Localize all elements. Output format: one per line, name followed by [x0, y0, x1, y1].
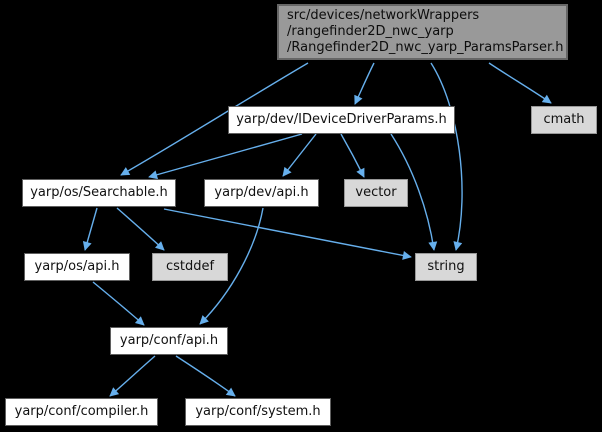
graph-node-idevicedriverparams-h[interactable]: yarp/dev/IDeviceDriverParams.h — [228, 106, 455, 134]
graph-node-conf-compiler-h[interactable]: yarp/conf/compiler.h — [5, 398, 158, 426]
edge-searchable-to-cstddef — [116, 207, 165, 251]
edge-main-to-cmath — [488, 62, 552, 104]
graph-node-cstddef: cstddef — [152, 253, 228, 281]
edge-main-to-idevicedriverparams — [354, 62, 375, 105]
graph-node-string: string — [415, 253, 477, 281]
edge-idevicedriverparams-to-vector — [340, 133, 365, 178]
edge-devapi-to-confapi — [199, 207, 264, 325]
edge-confapi-to-compiler — [109, 355, 156, 397]
graph-node-vector: vector — [344, 179, 408, 207]
graph-node-os-api-h[interactable]: yarp/os/api.h — [24, 253, 130, 281]
graph-node-dev-api-h[interactable]: yarp/dev/api.h — [204, 179, 319, 207]
edge-main-to-searchable — [120, 62, 309, 176]
edge-searchable-to-osapi — [82, 207, 98, 251]
graph-node-conf-system-h[interactable]: yarp/conf/system.h — [185, 398, 331, 426]
edge-confapi-to-system — [175, 355, 236, 397]
edge-osapi-to-confapi — [92, 281, 145, 326]
edge-idevicedriverparams-to-searchable — [148, 133, 303, 180]
edge-searchable-to-string — [163, 208, 412, 260]
edge-main-to-string — [430, 62, 463, 251]
graph-node-conf-api-h[interactable]: yarp/conf/api.h — [110, 327, 228, 355]
graph-node-rangefinder2d-nwc-yarp-paramsparser-h: src/devices/networkWrappers /rangefinder… — [277, 4, 568, 60]
graph-node-searchable-h[interactable]: yarp/os/Searchable.h — [22, 179, 176, 207]
graph-node-cmath: cmath — [531, 106, 597, 134]
edge-idevicedriverparams-to-string — [390, 133, 438, 251]
edge-idevicedriverparams-to-devapi — [282, 133, 317, 177]
